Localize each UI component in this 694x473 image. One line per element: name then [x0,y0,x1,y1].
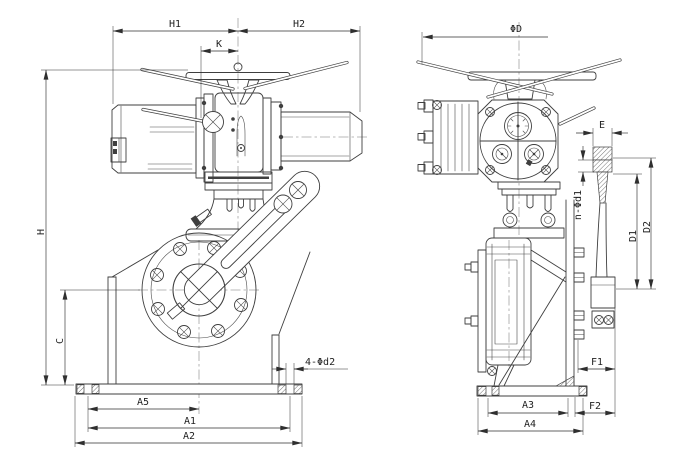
side-torque-bracket [590,276,616,329]
side-actuator-face [477,99,596,183]
side-base-plate [476,375,588,397]
dim-label-d1: D1 [628,230,639,242]
side-valve-body [464,237,567,387]
front-handwheel [140,60,349,105]
front-valve-hub [172,263,226,317]
setting-knob-left [492,144,512,164]
side-flange-section [592,146,613,278]
side-actuator-mount [493,181,565,239]
front-pedestal [107,249,311,386]
side-motor [417,99,479,175]
front-motor [110,93,214,183]
dim-label-base-holes: 4-Φd2 [305,357,335,368]
grease-fitting [190,208,212,227]
front-valve-flange [141,232,257,348]
dim-label-e: E [599,120,605,131]
dim-label-a5: A5 [137,397,149,408]
dim-label-h1: H1 [169,19,181,30]
side-handwheel [416,58,622,101]
side-dimensions: ΦD E n-Φd1 D1 D2 F1 F2 [421,24,656,435]
dim-label-c: C [55,338,66,344]
front-base-plate [75,383,303,395]
side-pedestal [498,199,585,387]
front-actuator-body [214,92,264,173]
dim-label-k: K [216,39,222,50]
setting-knob-right [524,144,544,164]
side-view: ΦD E n-Φd1 D1 D2 F1 F2 [416,22,656,435]
dim-label-a2: A2 [183,431,195,442]
front-view: H1 H2 K H C A5 A1 A2 [36,18,370,447]
dim-label-a1: A1 [184,416,196,427]
front-dimensions: H1 H2 K H C A5 A1 A2 [36,19,361,447]
dim-label-h2: H2 [293,19,305,30]
dim-label-f2: F2 [589,401,601,412]
position-indicator-dial [504,112,532,140]
dim-label-d2: D2 [642,221,653,233]
front-lever-arm [183,170,321,306]
front-declutch-crank [141,107,235,133]
dim-label-h: H [36,229,47,235]
dim-label-f1: F1 [591,357,603,368]
dim-label-flange-holes: n-Φd1 [573,190,584,220]
front-right-housing [262,97,363,175]
dim-label-phi-d: ΦD [510,24,522,35]
dim-label-a4: A4 [524,419,536,430]
dim-label-a3: A3 [522,400,534,411]
